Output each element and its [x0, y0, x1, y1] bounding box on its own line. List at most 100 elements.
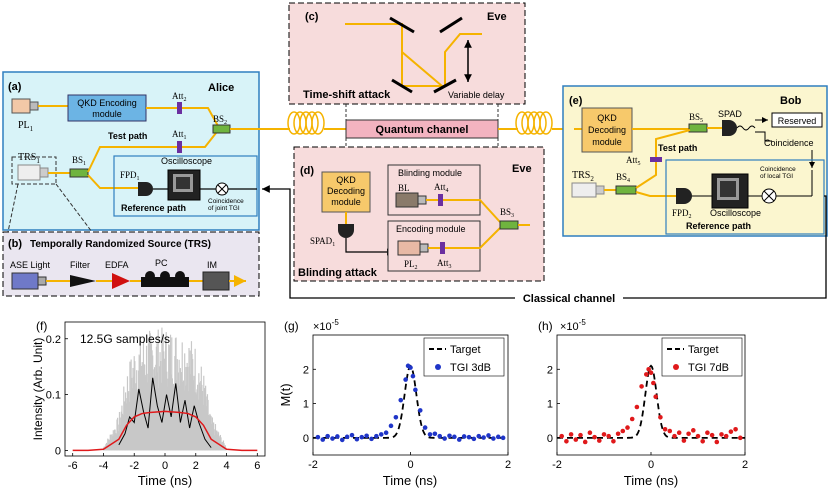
- eve-qkd-decoding-module: [321, 171, 371, 213]
- panel-h-tgi-point: [625, 425, 630, 430]
- filter-icon: [70, 275, 96, 287]
- panel-c-title: Time-shift attack: [303, 89, 391, 101]
- panel-f-xtick-label: -4: [99, 460, 109, 472]
- panel-h-tgi-point: [733, 426, 738, 432]
- mirror-1: [389, 16, 415, 34]
- panel-g-xlabel: Time (ns): [383, 473, 437, 488]
- panel-h-legend: Target TGI 7dB: [661, 337, 743, 377]
- panel-h-tgi-point: [700, 438, 705, 444]
- panel-f-ylabel: Intensity (Arb. Unit): [31, 338, 45, 441]
- qkd-encoding-module: [67, 94, 147, 122]
- panel-h-tgi-point: [723, 433, 729, 439]
- panel-f-average-line: [72, 410, 258, 452]
- bob-spad: [722, 120, 737, 136]
- panel-h-legend-tgi: TGI 7dB: [688, 362, 729, 374]
- panel-h-tgi-point: [651, 380, 656, 386]
- panel-g-ytick-label: 0: [303, 433, 309, 445]
- panel-h-tgi-point: [564, 438, 569, 444]
- panel-f-ytick-label: 0.2: [46, 334, 61, 346]
- svg-text:Att5: Att5: [626, 155, 641, 167]
- bob-reference-path: Reference path: [686, 221, 751, 231]
- bs4-label: BS: [616, 172, 627, 182]
- panel-g-tgi-point: [432, 431, 438, 437]
- panel-f-xtick-label: -6: [68, 460, 78, 472]
- panel-h-ytick-label: 2: [547, 364, 553, 376]
- panel-g-tgi-point: [378, 432, 384, 437]
- bob-qkd-line2: Decoding: [588, 125, 626, 135]
- bob-oscilloscope-label: Oscilloscope: [710, 208, 761, 218]
- variable-delay-label: Variable delay: [448, 90, 505, 100]
- pl2-label: PL: [404, 259, 415, 269]
- trs-title: Temporally Randomized Source (TRS): [30, 239, 211, 250]
- bs3-label: BS: [500, 207, 511, 217]
- panel-f-xtick-label: -2: [129, 460, 139, 472]
- att4-label: Att: [434, 182, 446, 192]
- panel-g-tgi-point: [427, 432, 433, 437]
- panel-g-tgi-point: [330, 436, 335, 441]
- classical-channel: Classical channel: [262, 185, 827, 305]
- panel-g-legend-tgi: TGI 3dB: [450, 362, 491, 374]
- panel-d-title: Blinding attack: [298, 267, 378, 279]
- pl1-laser: [11, 98, 31, 114]
- panel-h-legend-target: Target: [688, 344, 719, 356]
- panel-g-legend-target: Target: [450, 344, 481, 356]
- panel-d-label: (d): [300, 165, 314, 177]
- panel-g-tgi-point: [325, 433, 330, 439]
- svg-text:BS4: BS4: [616, 172, 630, 184]
- spad1-label: SPAD: [310, 236, 333, 246]
- fiber-spool-right: [515, 111, 553, 135]
- panel-h-tgi-point: [658, 414, 663, 420]
- panel-g-tgi-point: [500, 435, 506, 441]
- trs1: [17, 164, 41, 181]
- fpd1: [138, 182, 153, 196]
- bs2-label: BS: [213, 114, 224, 124]
- bob-qkd-decoding-module: [581, 107, 633, 153]
- panel-b-label: (b): [8, 238, 22, 250]
- panel-g-tgi-point: [495, 434, 501, 440]
- panel-g-tgi-point: [471, 436, 477, 442]
- panel-e-bob: (e) Bob QKD Decoding module BS5 SPAD Res…: [562, 85, 828, 237]
- panel-g-tgi-point: [403, 377, 408, 382]
- panel-h-tgi-point: [695, 433, 701, 439]
- blinding-module-label: Blinding module: [398, 168, 462, 178]
- panel-h-tgi-point: [705, 430, 710, 436]
- svg-text:BS1: BS1: [72, 155, 86, 167]
- pc-icon: [141, 277, 189, 287]
- quantum-channel-label: Quantum channel: [376, 124, 469, 136]
- bob-reference-box: [665, 159, 825, 235]
- eve-qkd-line2: Decoding: [327, 186, 365, 196]
- svg-text:Att4: Att4: [434, 182, 449, 194]
- panel-g-tgi-point: [393, 414, 399, 420]
- panel-g-ytick-label: 1: [303, 399, 309, 411]
- svg-text:Att1: Att1: [172, 129, 187, 141]
- bl-label: BL: [398, 183, 410, 193]
- bs5-label: BS: [689, 112, 700, 122]
- panel-f-noise-band: [102, 327, 227, 451]
- panel-h-target-line: [557, 364, 745, 439]
- att5: [650, 157, 662, 162]
- panel-g-tgi-point: [408, 365, 413, 370]
- panel-c-time-shift: (c) Eve Variable delay Time-shift attack: [288, 2, 526, 105]
- panel-g-tgi-point: [374, 433, 379, 439]
- panel-g-tgi-point: [320, 437, 326, 442]
- bob-coincidence-label: Coincidence: [764, 138, 814, 148]
- panel-h-tgi-point: [644, 372, 649, 377]
- att5-label: Att: [626, 155, 638, 165]
- bob-title: Bob: [780, 95, 802, 107]
- alice-coincidence-1: Coincidence: [208, 198, 244, 205]
- panel-g-tgi-point: [398, 397, 404, 403]
- eve-encoding-module-label: Encoding module: [396, 224, 466, 234]
- panel-h-label: (h): [538, 319, 553, 333]
- panel-h-tgi-point: [667, 428, 673, 434]
- panel-h-ytick-label: 0: [547, 433, 553, 445]
- panel-h-tgi-point: [615, 431, 621, 437]
- att1-label: Att: [172, 129, 184, 139]
- bs2: [212, 124, 231, 134]
- panel-f-xtick-label: 2: [193, 460, 199, 472]
- panel-a-alice: (a) Alice PL1 QKD Encoding module Att2 A…: [2, 71, 290, 231]
- panel-h-tgi-point: [568, 432, 574, 437]
- panel-h-tgi-point: [629, 416, 635, 422]
- bs1: [69, 168, 89, 178]
